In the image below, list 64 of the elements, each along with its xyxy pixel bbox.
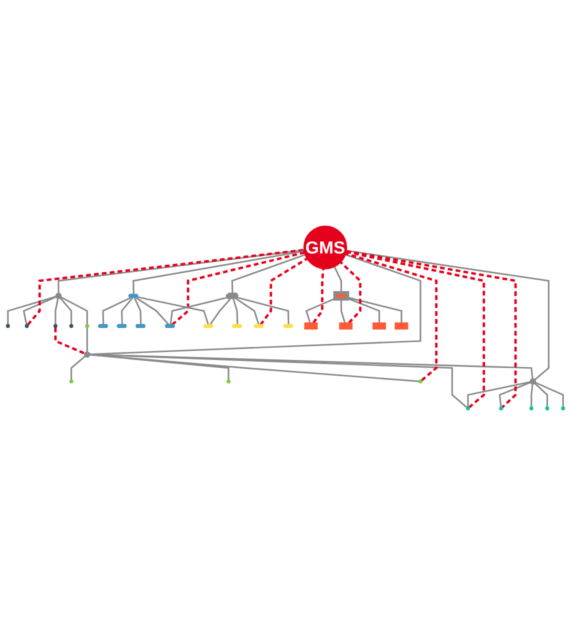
- connector: [26, 248, 304, 326]
- node-circle: [499, 406, 504, 410]
- connector: [209, 297, 232, 326]
- node-circle: [466, 406, 470, 410]
- connector: [498, 381, 532, 407]
- connector: [347, 296, 402, 323]
- node-circle: [530, 378, 536, 385]
- connector: [86, 328, 88, 353]
- connector: [132, 250, 304, 295]
- connector: [60, 296, 88, 324]
- connector: [70, 354, 86, 380]
- connector: [260, 258, 308, 326]
- connector: [7, 296, 58, 324]
- connector: [22, 296, 58, 325]
- node-circle: [529, 406, 534, 410]
- node-box: [304, 322, 318, 330]
- connector: [88, 254, 422, 356]
- connector: [54, 297, 59, 324]
- connector: [340, 299, 346, 324]
- connector: [533, 382, 548, 407]
- connector: [236, 296, 290, 325]
- connector: [134, 298, 142, 325]
- node-circle: [418, 379, 422, 384]
- node-circle: [53, 324, 58, 328]
- connector: [340, 261, 362, 324]
- connector: [534, 381, 564, 407]
- node-box: [333, 291, 350, 301]
- connector: [58, 249, 304, 294]
- connector: [334, 266, 342, 293]
- connector: [346, 250, 550, 382]
- connector: [136, 297, 170, 326]
- connector: [530, 382, 534, 407]
- connector: [88, 354, 468, 408]
- connector: [54, 328, 86, 355]
- connector: [231, 254, 306, 295]
- connector: [346, 250, 517, 408]
- node-circle: [561, 406, 566, 410]
- connector: [234, 297, 260, 326]
- node-box: [394, 322, 408, 330]
- connector: [120, 297, 134, 325]
- node-circle: [545, 406, 550, 410]
- connector: [170, 296, 229, 325]
- connector: [58, 296, 72, 324]
- connector: [138, 296, 210, 326]
- node-circle: [69, 379, 74, 384]
- node-box: [339, 322, 353, 330]
- connector: [305, 298, 336, 324]
- node-circle: [24, 324, 29, 328]
- connector: [467, 380, 532, 407]
- connector: [347, 298, 380, 323]
- connector: [345, 252, 438, 382]
- connector: [346, 250, 486, 408]
- connector: [232, 298, 238, 325]
- connector: [102, 297, 131, 325]
- connector: [312, 268, 324, 324]
- node-circle: [85, 324, 90, 328]
- node-circle: [55, 292, 62, 300]
- connector: [171, 251, 305, 326]
- node-circle: [226, 379, 230, 384]
- node-circle: [69, 324, 74, 328]
- node-box: [372, 322, 386, 330]
- node-circle: [6, 324, 10, 328]
- node-circle: [84, 351, 90, 358]
- node-circle: GMS: [303, 226, 348, 270]
